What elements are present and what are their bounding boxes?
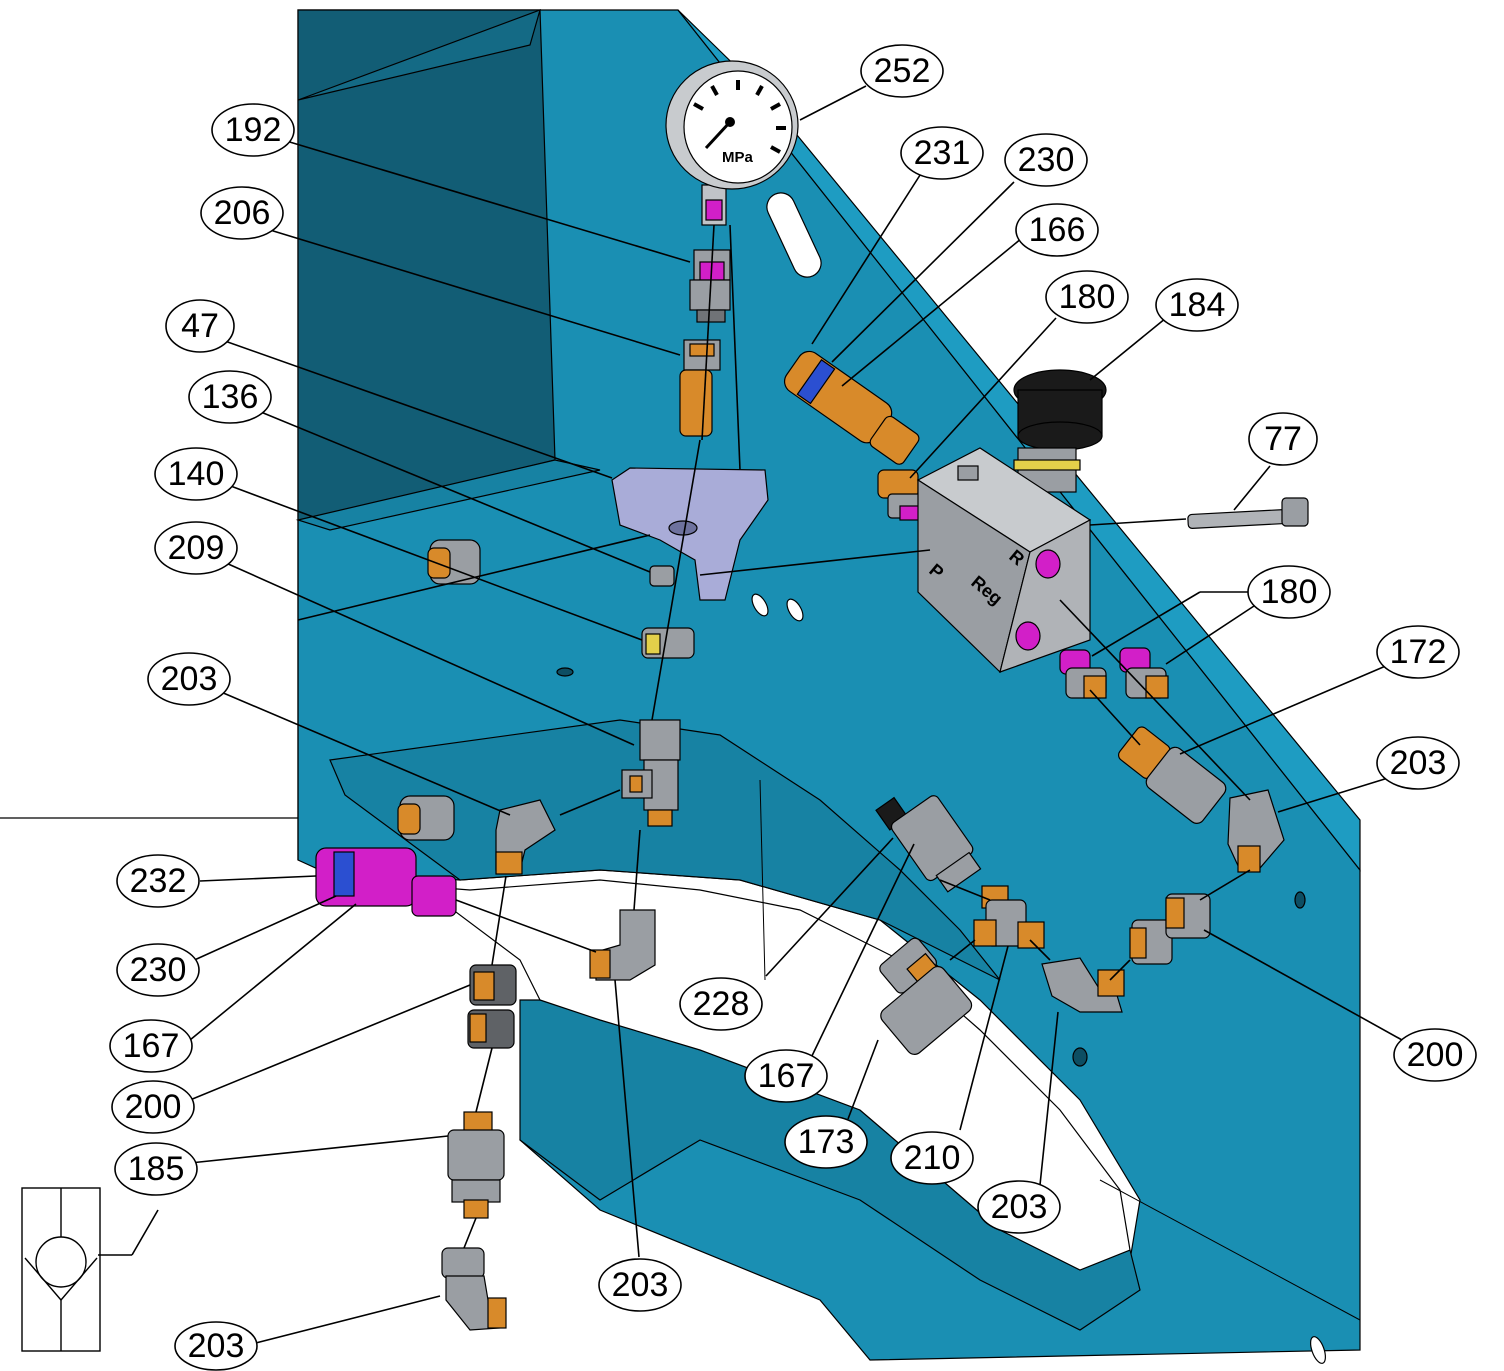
callout-167-center: 167 bbox=[744, 1049, 828, 1103]
callout-184: 184 bbox=[1155, 278, 1239, 332]
callout-label: 210 bbox=[904, 1139, 961, 1177]
pressure-sensor bbox=[875, 795, 982, 893]
callout-label: 47 bbox=[181, 307, 219, 345]
callout-200-left: 200 bbox=[111, 1080, 195, 1134]
callout-228: 228 bbox=[679, 977, 763, 1031]
orange-check-valve-assembly bbox=[783, 350, 920, 465]
callout-leaders bbox=[98, 85, 1403, 1347]
elbow-fitting-right bbox=[1227, 789, 1285, 873]
check-valve-symbol-icon bbox=[21, 1187, 101, 1352]
regulator-knob bbox=[1013, 369, 1107, 493]
callout-label: 167 bbox=[758, 1057, 815, 1095]
small-nut bbox=[649, 565, 675, 587]
callout-label: 203 bbox=[1390, 744, 1447, 782]
callout-252: 252 bbox=[860, 44, 944, 98]
callout-192: 192 bbox=[211, 103, 295, 157]
callout-180-lower: 180 bbox=[1247, 565, 1331, 619]
assembly-axis-lines bbox=[297, 224, 1251, 1249]
callout-label: 173 bbox=[798, 1123, 855, 1161]
callout-label: 203 bbox=[991, 1188, 1048, 1226]
callout-label: 136 bbox=[202, 378, 259, 416]
tee-fitting-lower bbox=[973, 885, 1045, 949]
callout-label: 230 bbox=[1018, 141, 1075, 179]
union-fitting-right bbox=[1129, 893, 1211, 965]
callout-203-upper-left: 203 bbox=[147, 652, 231, 706]
callout-230-left: 230 bbox=[116, 943, 200, 997]
callout-label: 200 bbox=[125, 1088, 182, 1126]
callout-232: 232 bbox=[116, 854, 200, 908]
callout-136: 136 bbox=[188, 370, 272, 424]
callout-203-bottom: 203 bbox=[174, 1321, 258, 1371]
union-fitting-vertical bbox=[467, 964, 517, 1049]
callout-167-left: 167 bbox=[109, 1019, 193, 1073]
callout-203-right: 203 bbox=[1376, 736, 1460, 790]
callout-label: 172 bbox=[1390, 633, 1447, 671]
callout-230-upper: 230 bbox=[1004, 133, 1088, 187]
callout-label: 192 bbox=[225, 111, 282, 149]
callout-label: 166 bbox=[1029, 211, 1086, 249]
callout-label: 184 bbox=[1169, 286, 1226, 324]
tee-fitting bbox=[621, 719, 681, 827]
callout-label: 252 bbox=[874, 52, 931, 90]
callout-label: 180 bbox=[1261, 573, 1318, 611]
callout-203-lower-right: 203 bbox=[977, 1180, 1061, 1234]
callout-173: 173 bbox=[784, 1115, 868, 1169]
callout-185: 185 bbox=[114, 1142, 198, 1196]
callout-203-center: 203 bbox=[598, 1258, 682, 1312]
callout-231: 231 bbox=[900, 126, 984, 180]
callout-label: 200 bbox=[1407, 1036, 1464, 1074]
callout-label: 206 bbox=[214, 194, 271, 232]
callout-77: 77 bbox=[1248, 412, 1318, 466]
callout-180-upper: 180 bbox=[1045, 270, 1129, 324]
callout-label: 203 bbox=[161, 660, 218, 698]
hex-bolt bbox=[1187, 497, 1309, 530]
callout-label: 232 bbox=[130, 862, 187, 900]
callout-label: 140 bbox=[168, 455, 225, 493]
elbow-fitting-lower-right bbox=[1041, 957, 1125, 1013]
callout-label: 228 bbox=[693, 985, 750, 1023]
pressure-gauge-icon: MPa bbox=[665, 60, 799, 226]
check-valve-assembly bbox=[315, 847, 457, 917]
callout-172: 172 bbox=[1376, 625, 1460, 679]
callout-166: 166 bbox=[1015, 203, 1099, 257]
callout-label: 185 bbox=[128, 1150, 185, 1188]
port-nipples-lower bbox=[1059, 647, 1169, 699]
callout-bubbles: 252 192 206 47 136 140 209 203 232 230 1… bbox=[109, 44, 1477, 1371]
inline-check-valve bbox=[447, 1111, 505, 1219]
callout-label: 209 bbox=[168, 529, 225, 567]
elbow-fitting-bottom bbox=[441, 1247, 507, 1331]
elbow-fitting-upper-left bbox=[495, 799, 556, 875]
callout-210: 210 bbox=[890, 1131, 974, 1185]
callout-47: 47 bbox=[165, 299, 235, 353]
orange-extension-fitting bbox=[679, 339, 721, 437]
callout-label: 77 bbox=[1264, 420, 1302, 458]
callout-label: 203 bbox=[188, 1327, 245, 1365]
elbow-fitting-center bbox=[589, 909, 656, 981]
valve-block: R Reg P bbox=[916, 447, 1092, 674]
callout-200-right: 200 bbox=[1393, 1028, 1477, 1082]
gauge-unit-label: MPa bbox=[722, 149, 754, 166]
callout-label: 203 bbox=[612, 1266, 669, 1304]
callout-209: 209 bbox=[154, 521, 238, 575]
hose-end-fitting-right bbox=[1117, 726, 1227, 824]
callout-206: 206 bbox=[200, 186, 284, 240]
callout-label: 167 bbox=[123, 1027, 180, 1065]
parts: MPa bbox=[297, 60, 1309, 1331]
callout-label: 231 bbox=[914, 134, 971, 172]
callout-label: 180 bbox=[1059, 278, 1116, 316]
callout-140: 140 bbox=[154, 447, 238, 501]
callout-label: 230 bbox=[130, 951, 187, 989]
hose-end-fitting-lower bbox=[879, 937, 973, 1055]
